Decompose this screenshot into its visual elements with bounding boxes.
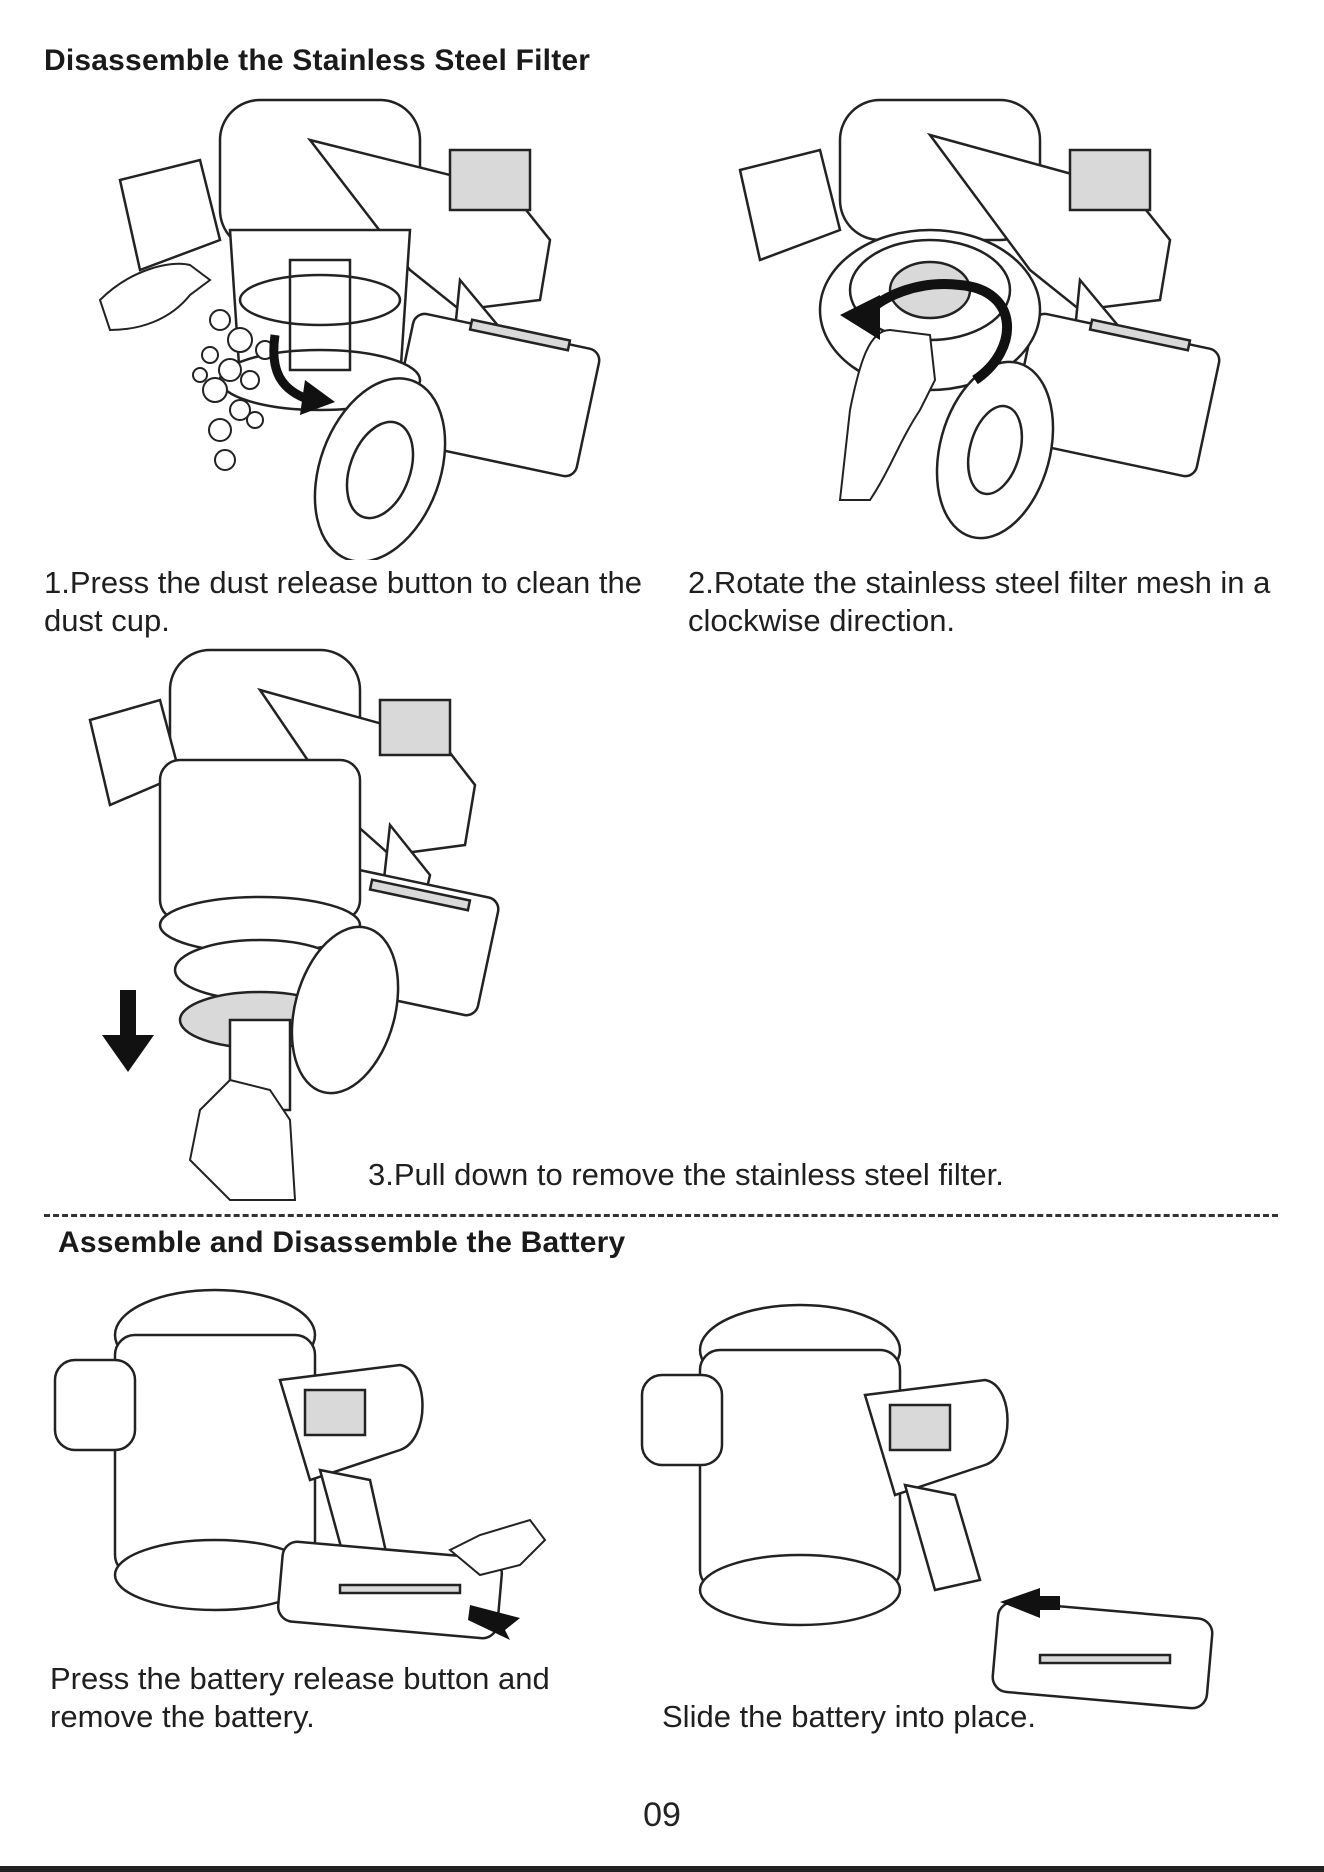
hand-press (98, 262, 212, 332)
arrow-down-shaft (120, 990, 136, 1040)
section-title-battery: Assemble and Disassemble the Battery (58, 1226, 626, 1259)
arrow-curve (269, 334, 312, 405)
inlet-nozzle (118, 158, 222, 272)
figure-dust-release (80, 80, 620, 560)
vent-grille (448, 148, 532, 212)
battery-remove-caption: Press the battery release button and rem… (50, 1661, 550, 1734)
figure-rotate-filter (720, 80, 1240, 560)
arrow-head (840, 295, 880, 340)
bottom-rule (0, 1866, 1324, 1872)
arrow-head (300, 380, 335, 415)
vacuum-illustration (88, 648, 500, 1201)
hand-press (448, 1518, 547, 1577)
step-3-caption: 3.Pull down to remove the stainless stee… (368, 1157, 1004, 1192)
section-divider (44, 1214, 1278, 1217)
arrow-rotate (856, 279, 1012, 385)
section-title-filter: Disassemble the Stainless Steel Filter (44, 44, 591, 77)
figure-remove-battery (50, 1280, 590, 1640)
arrow-out (468, 1605, 520, 1640)
arrow-down-head (102, 1035, 154, 1072)
dust-particles (192, 309, 275, 471)
dust-lid (313, 377, 447, 560)
arrow-in (1000, 1588, 1060, 1618)
figure-pull-filter (80, 640, 520, 1210)
vacuum-illustration (640, 1303, 1214, 1710)
figure-insert-battery (640, 1300, 1220, 1720)
step-1-caption: 1.Press the dust release button to clean… (44, 565, 642, 638)
vacuum-illustration (53, 1288, 547, 1640)
page-number: 09 (643, 1796, 681, 1834)
vacuum-illustration (738, 98, 1221, 540)
hand-rotate (838, 328, 937, 501)
step-2-caption: 2.Rotate the stainless steel filter mesh… (688, 565, 1271, 638)
battery-insert-caption: Slide the battery into place. (662, 1699, 1036, 1734)
vacuum-illustration (98, 98, 601, 560)
hand-pull (188, 1078, 297, 1201)
